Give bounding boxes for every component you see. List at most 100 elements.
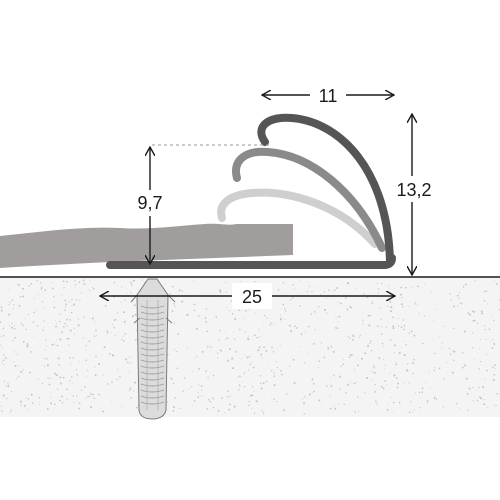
subfloor-speckle [80,389,83,392]
subfloor-speckle [280,314,282,316]
subfloor-speckle [73,401,75,403]
subfloor-speckle [113,326,115,329]
subfloor-speckle [248,404,250,407]
subfloor-speckle [18,375,20,378]
subfloor-speckle [266,317,268,319]
subfloor-speckle [337,327,339,330]
subfloor-speckle [69,319,71,321]
subfloor-speckle [310,313,312,315]
subfloor-speckle [27,398,30,400]
subfloor-speckle [219,289,222,292]
profile-top-lip [257,113,394,266]
subfloor-speckle [79,299,81,301]
subfloor-speckle [1,362,3,364]
subfloor-speckle [42,307,44,309]
subfloor-speckle [173,322,175,324]
subfloor-speckle [387,409,389,411]
subfloor-speckle [55,319,56,321]
subfloor-speckle [494,364,496,366]
subfloor-speckle [264,315,266,317]
subfloor-speckle [293,382,295,384]
subfloor-speckle [455,402,458,405]
subfloor-speckle [207,399,210,401]
subfloor-speckle [260,387,263,390]
subfloor-speckle [227,396,229,398]
subfloor-speckle [237,376,239,378]
subfloor-speckle [387,305,389,308]
subfloor-speckle [400,326,403,329]
subfloor-speckle [8,289,10,291]
subfloor-speckle [123,340,125,342]
subfloor-speckle [256,336,259,339]
subfloor-speckle [378,357,381,359]
subfloor-speckle [483,399,485,401]
subfloor-speckle [70,363,72,365]
subfloor-speckle [349,382,351,384]
subfloor-speckle [11,299,14,302]
subfloor-speckle [300,334,302,336]
subfloor-speckle [98,362,101,365]
subfloor-speckle [282,282,284,284]
subfloor-speckle [21,287,24,290]
subfloor-speckle [36,279,38,282]
subfloor-speckle [476,399,479,402]
subfloor-speckle [367,314,370,317]
subfloor-speckle [216,352,219,354]
subfloor-speckle [449,353,452,356]
subfloor-speckle [370,378,372,381]
subfloor-speckle [281,373,283,376]
subfloor-speckle [420,287,422,289]
subfloor-speckle [456,294,459,297]
subfloor-speckle [13,325,15,327]
subfloor-speckle [87,369,89,371]
subfloor-speckle [48,383,51,386]
subfloor-speckle [373,343,375,345]
subfloor-speckle [339,388,342,390]
subfloor-speckle [413,335,415,337]
subfloor-speckle [276,366,279,369]
subfloor-speckle [335,327,337,329]
subfloor-speckle [50,402,53,405]
subfloor-speckle [229,361,231,363]
subfloor-speckle [265,380,268,383]
subfloor-speckle [239,328,241,331]
subfloor-speckle [212,397,214,399]
subfloor-speckle [247,335,249,337]
subfloor-speckle [370,340,372,342]
subfloor-speckle [347,308,349,310]
subfloor-speckle [124,333,127,335]
subfloor-speckle [46,358,49,360]
subfloor-speckle [83,316,85,318]
subfloor-speckle [4,357,7,359]
subfloor-speckle [381,326,383,328]
subfloor-speckle [293,288,295,290]
subfloor-speckle [0,405,2,407]
subfloor-speckle [217,409,220,412]
subfloor-speckle [398,352,401,355]
subfloor-speckle [473,311,475,314]
subfloor-speckle [468,387,471,390]
subfloor-speckle [337,302,340,304]
subfloor-speckle [369,315,371,317]
subfloor-speckle [423,315,425,317]
subfloor-speckle [75,299,78,301]
subfloor-speckle [20,370,23,373]
subfloor-speckle [403,328,405,331]
subfloor-speckle [85,398,86,400]
subfloor-speckle [387,402,389,404]
subfloor-speckle [333,405,335,407]
subfloor-speckle [43,365,46,368]
subfloor-speckle [40,286,43,289]
subfloor-speckle [377,292,379,294]
subfloor-speckle [421,387,424,390]
subfloor-speckle [248,369,250,371]
subfloor-speckle [459,301,461,304]
subfloor-speckle [349,354,352,356]
subfloor-speckle [228,408,231,411]
subfloor-speckle [493,319,495,322]
subfloor-speckle [61,295,63,297]
subfloor-speckle [65,303,67,306]
subfloor-speckle [95,329,97,332]
subfloor-speckle [7,382,9,385]
subfloor-speckle [388,285,390,287]
